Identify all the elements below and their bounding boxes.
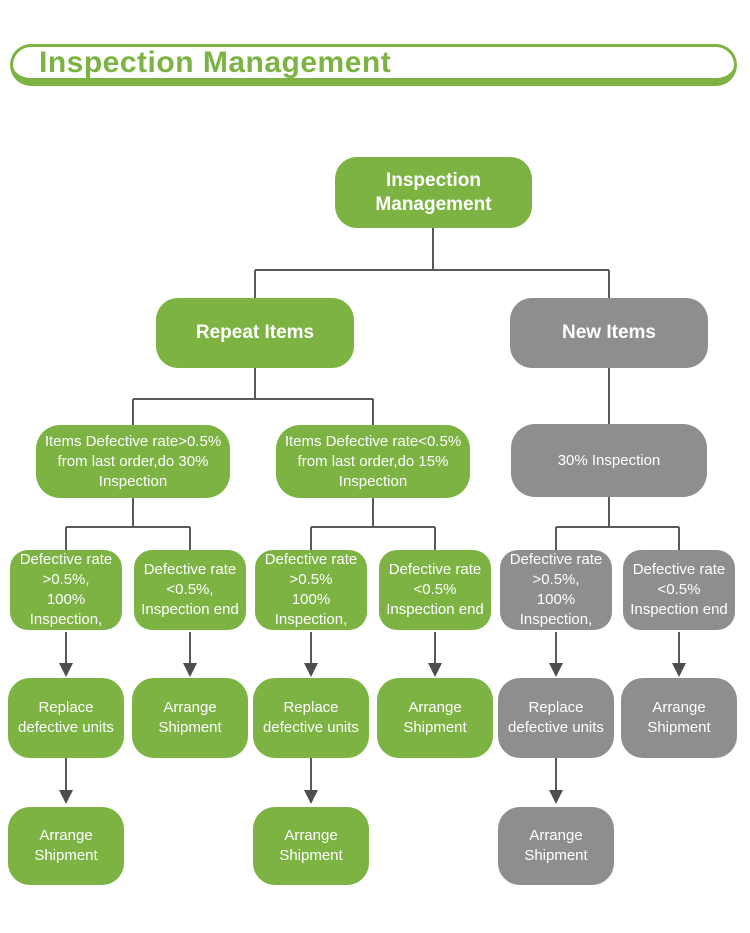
node-repeat-defective-gt-0-5: Items Defective rate>0.5% from last orde… <box>36 425 230 498</box>
node-l5-replace-defective-units-3: Replace defective units <box>498 678 614 758</box>
node-l5-arrange-shipment-2: Arrange Shipment <box>377 678 493 758</box>
node-inspection-management: Inspection Management <box>335 157 532 228</box>
node-l5-arrange-shipment-1: Arrange Shipment <box>132 678 248 758</box>
node-repeat-items: Repeat Items <box>156 298 354 368</box>
header-pill: Inspection Management <box>10 44 737 86</box>
node-l4-repeat30-rate-gt: Defective rate >0.5%, 100% Inspection, <box>10 550 122 630</box>
node-l4-repeat15-rate-gt: Defective rate >0.5% 100% Inspection, <box>255 550 367 630</box>
tree-connector-lines <box>65 228 680 550</box>
node-l6-arrange-shipment-3: Arrange Shipment <box>498 807 614 885</box>
arrow-shafts <box>65 632 680 791</box>
node-l5-arrange-shipment-3: Arrange Shipment <box>621 678 737 758</box>
node-l6-arrange-shipment-1: Arrange Shipment <box>8 807 124 885</box>
node-l5-replace-defective-units-2: Replace defective units <box>253 678 369 758</box>
node-l4-repeat15-rate-lt: Defective rate <0.5% Inspection end <box>379 550 491 630</box>
page-title: Inspection Management <box>39 45 392 79</box>
node-l5-replace-defective-units-1: Replace defective units <box>8 678 124 758</box>
node-l4-new-rate-gt: Defective rate >0.5%, 100% Inspection, <box>500 550 612 630</box>
node-new-items: New Items <box>510 298 708 368</box>
node-repeat-defective-lt-0-5: Items Defective rate<0.5% from last orde… <box>276 425 470 498</box>
node-new-30-percent-inspection: 30% Inspection <box>511 424 707 497</box>
node-l4-repeat30-rate-lt: Defective rate <0.5%, Inspection end <box>134 550 246 630</box>
node-l6-arrange-shipment-2: Arrange Shipment <box>253 807 369 885</box>
node-l4-new-rate-lt: Defective rate <0.5% Inspection end <box>623 550 735 630</box>
